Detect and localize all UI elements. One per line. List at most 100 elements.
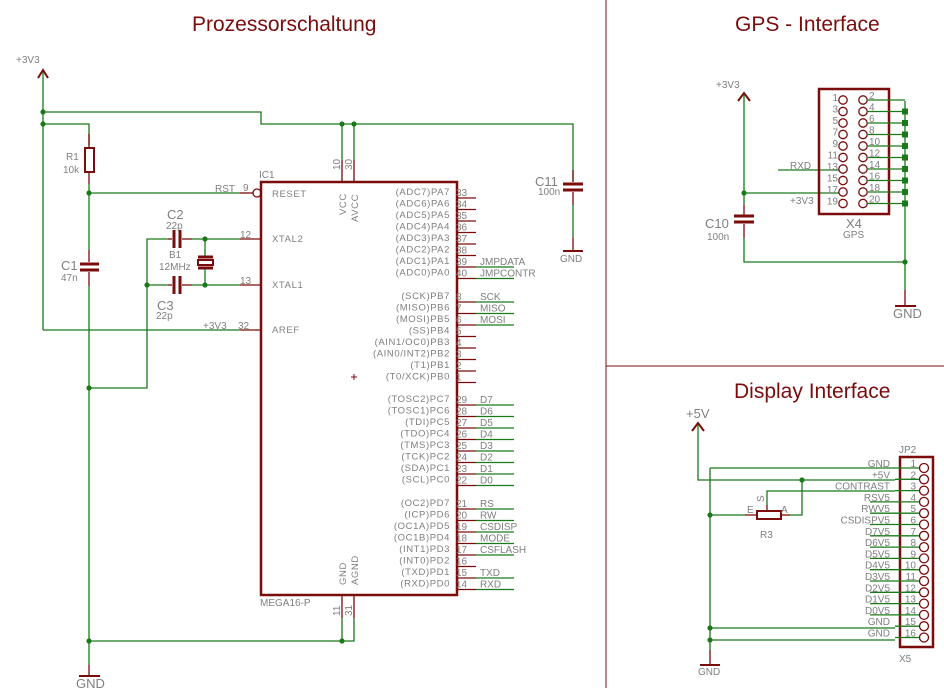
ic1-pin-label: (SDA)PC1 bbox=[401, 463, 450, 474]
jp2-net-label: CSDISPV5 bbox=[841, 516, 891, 527]
processor-section: +3V3 10 30 R1 10k RST 9 C1 47n bbox=[16, 55, 583, 688]
ic1-pin-number: 20 bbox=[456, 511, 468, 522]
gnd-symbol-display: GND bbox=[698, 667, 720, 678]
b1-name: B1 bbox=[169, 250, 182, 261]
x4-pin-number: 13 bbox=[827, 162, 839, 173]
gnd-symbol-c11: GND bbox=[560, 254, 582, 265]
potentiometer-r3 bbox=[756, 510, 782, 520]
x4-pin-number: 14 bbox=[869, 160, 881, 171]
title-processor: Prozessorschaltung bbox=[192, 13, 376, 36]
c11-name: C11 bbox=[535, 174, 558, 189]
ic1-pin-label: (ADC4)PA4 bbox=[396, 222, 450, 233]
ic1-net-label: D7 bbox=[480, 395, 493, 406]
pin-label-agnd: AGND bbox=[350, 555, 361, 585]
ic1-net-label: D3 bbox=[480, 441, 493, 452]
pin-num-12: 12 bbox=[240, 230, 252, 241]
ic1-pin-number: 14 bbox=[456, 580, 468, 591]
x4-pin-number: 5 bbox=[832, 116, 838, 127]
x4-pin-pad bbox=[838, 106, 848, 117]
x4-pin-number: 18 bbox=[869, 183, 881, 194]
ic1-body bbox=[259, 180, 459, 597]
ic1-pin-label: (AIN1/OC0)PB3 bbox=[375, 337, 450, 348]
gps-supply-arrow-icon bbox=[737, 91, 751, 102]
jp2-net-label: D6V5 bbox=[865, 538, 890, 549]
ic1-net-label: D5 bbox=[480, 418, 493, 429]
ic1-pin-number: 2 bbox=[456, 361, 462, 372]
ic1-pin-number: 26 bbox=[456, 430, 468, 441]
pin-label-vcc: VCC bbox=[338, 193, 349, 215]
jp2-net-label: +5V bbox=[872, 470, 890, 481]
pin-num-13: 13 bbox=[240, 276, 252, 287]
ic1-net-label: RXD bbox=[480, 580, 501, 591]
x4-pin-pad bbox=[838, 198, 848, 209]
gps-net-3v3: +3V3 bbox=[790, 196, 814, 207]
jp2-pin-number: 5 bbox=[910, 504, 916, 515]
pin-label-aref: AREF bbox=[272, 325, 300, 336]
jp2-pin-pad bbox=[918, 530, 930, 541]
jp2-pin-number: 6 bbox=[910, 516, 916, 527]
ic1-net-label: JMPDATA bbox=[480, 257, 526, 268]
jp2-pin-number: 1 bbox=[910, 459, 916, 470]
x4-pin-number: 10 bbox=[869, 137, 881, 148]
ic1-pin-label: (OC2)PD7 bbox=[401, 498, 450, 509]
x4-pin-number: 8 bbox=[869, 126, 875, 137]
x4-pin-pad bbox=[838, 129, 848, 140]
ic1-pin-number: 3 bbox=[456, 350, 462, 361]
gnd-symbol-processor: GND bbox=[76, 676, 105, 688]
jp2-pin-pad bbox=[918, 575, 930, 587]
jp2-pin-pad bbox=[918, 621, 930, 632]
display-section: +5V E A S R3 GND JP2 X5 1GND2+5V3CONTRAS… bbox=[686, 406, 935, 678]
ic1-pin-number: 17 bbox=[456, 545, 468, 556]
connector-jp2-body bbox=[898, 455, 935, 649]
ic1-pin-label: (TOSC1)PC6 bbox=[388, 406, 450, 417]
jp2-pin-number: 3 bbox=[910, 482, 916, 493]
c2-value: 22p bbox=[166, 221, 183, 232]
r3-pin-a: A bbox=[781, 505, 788, 516]
ic1-net-label: MODE bbox=[480, 534, 510, 545]
ic1-pin-label: (AIN0/INT2)PB2 bbox=[373, 349, 450, 360]
jp2-pin-number: 8 bbox=[910, 538, 916, 549]
c11-value: 100n bbox=[538, 187, 560, 198]
supply-3v3-label: +3V3 bbox=[16, 55, 40, 66]
r3-name: R3 bbox=[760, 530, 773, 541]
x4-pin-pad bbox=[858, 164, 868, 174]
jp2-pin-number: 9 bbox=[910, 549, 916, 560]
ic1-pin-label: (T1)PB1 bbox=[410, 360, 450, 371]
ic1-pin-label: (TOSC2)PC7 bbox=[388, 394, 450, 405]
jp2-pin-pad bbox=[918, 609, 930, 621]
jp2-net-label: GND bbox=[868, 629, 890, 640]
x4-pin-number: 7 bbox=[832, 128, 838, 139]
jp2-pin-pad bbox=[918, 485, 930, 496]
ic1-pin-number: 35 bbox=[456, 211, 468, 222]
jp2-net-label: D1V5 bbox=[865, 595, 890, 606]
jp2-pin-pad bbox=[918, 564, 930, 575]
x4-pin-pad bbox=[858, 152, 868, 163]
jp2-pin-pad bbox=[918, 519, 930, 530]
ic1-pin-label: (T0/XCK)PB0 bbox=[386, 372, 450, 383]
x4-pin-pad bbox=[858, 118, 868, 128]
x4-name: X4 bbox=[846, 216, 862, 231]
x4-pin-number: 4 bbox=[869, 103, 875, 114]
ic1-pin-number: 16 bbox=[456, 557, 468, 568]
ic1-net-label: RS bbox=[480, 499, 494, 510]
r3-pin-e: E bbox=[747, 505, 754, 516]
r1-name: R1 bbox=[66, 152, 79, 163]
ic1-pin-number: 33 bbox=[456, 188, 468, 199]
c10-name: C10 bbox=[705, 216, 729, 231]
ic1-pin-label: (TMS)PC3 bbox=[400, 440, 450, 451]
x4-pin-pad bbox=[838, 187, 848, 197]
x4-pin-number: 6 bbox=[869, 114, 875, 125]
jp2-net-label: CONTRAST bbox=[835, 482, 890, 493]
ic1-net-label: D0 bbox=[480, 476, 493, 487]
jp2-pin-number: 7 bbox=[910, 527, 916, 538]
resistor-r1 bbox=[84, 147, 95, 173]
gps-net-rxd: RXD bbox=[790, 161, 811, 172]
ic1-pin-label: (INT0)PD2 bbox=[399, 556, 450, 567]
ic1-pin-label: (ADC0)PA0 bbox=[396, 268, 450, 279]
ic1-pin-number: 15 bbox=[456, 568, 468, 579]
c1-value: 47n bbox=[61, 273, 78, 284]
jp2-net-label: D5V5 bbox=[865, 549, 890, 560]
pin-label-avcc: AVCC bbox=[350, 194, 361, 222]
